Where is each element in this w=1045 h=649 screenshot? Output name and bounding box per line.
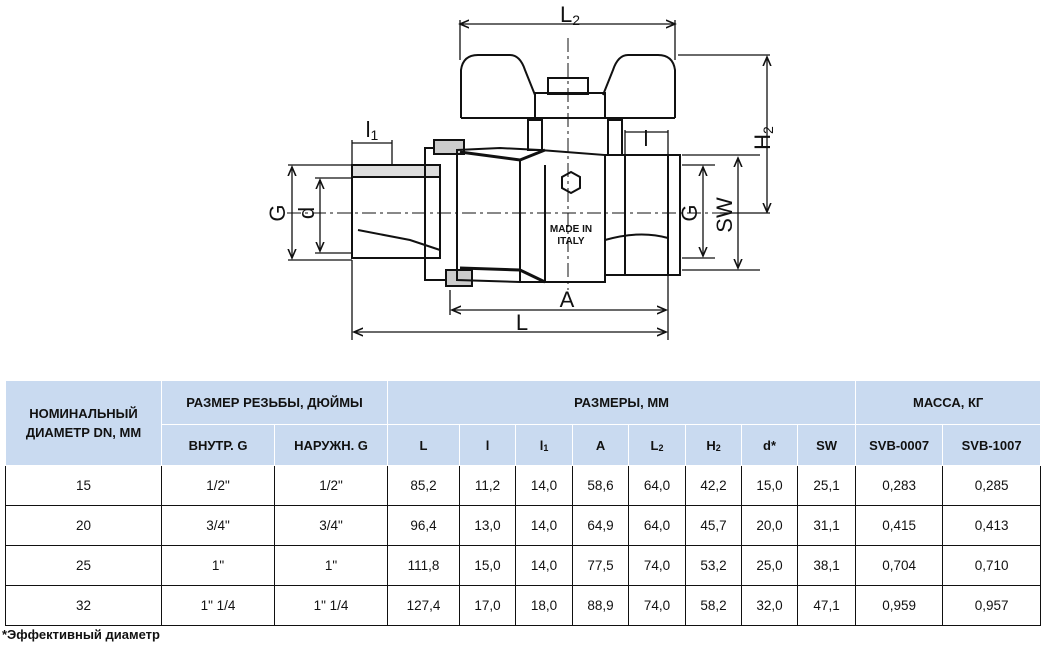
- table-cell: 58,6: [572, 465, 630, 506]
- table-cell: 3/4": [161, 505, 275, 546]
- table-cell: 15,0: [741, 465, 799, 506]
- dimensions-table: НОМИНАЛЬНЫЙ ДИАМЕТР DN, ММ РАЗМЕР РЕЗЬБЫ…: [5, 380, 1042, 626]
- subheader-cell: H2: [685, 424, 743, 466]
- subheader-cell: d*: [741, 424, 799, 466]
- dim-label-l: l: [644, 126, 649, 151]
- table-cell: 0,957: [942, 585, 1042, 626]
- dim-label-L2: L2: [560, 2, 580, 28]
- table-cell: 53,2: [685, 545, 743, 586]
- table-cell: 64,9: [572, 505, 630, 546]
- table-cell: 13,0: [459, 505, 517, 546]
- header-nominal-diameter: НОМИНАЛЬНЫЙ ДИАМЕТР DN, ММ: [5, 380, 162, 466]
- table-cell: 17,0: [459, 585, 517, 626]
- table-cell: 74,0: [628, 545, 687, 586]
- table-cell: 3/4": [273, 505, 389, 546]
- table-cell: 58,2: [685, 585, 743, 626]
- table-cell: 1" 1/4: [273, 585, 389, 626]
- right-body: [604, 154, 681, 276]
- table-cell: 88,9: [572, 585, 630, 626]
- handle-hub: [534, 92, 606, 119]
- table-cell: 0,283: [855, 465, 944, 506]
- valve-drawing: MADE IN ITALY L2 l1 l A L G d G SW H2: [265, 2, 776, 340]
- subheader-cell: НАРУЖН. G: [273, 424, 389, 466]
- table-cell: 25,0: [741, 545, 799, 586]
- handle-left-wing: [460, 54, 536, 118]
- header-dimensions: РАЗМЕРЫ, ММ: [387, 380, 857, 425]
- subheader-cell: L: [387, 424, 461, 466]
- table-cell: 25,1: [797, 465, 857, 506]
- dim-label-L: L: [516, 310, 528, 335]
- table-cell: 127,4: [387, 585, 461, 626]
- table-cell: 64,0: [628, 505, 687, 546]
- subheader-cell: SVB-0007: [855, 424, 944, 466]
- table-cell: 64,0: [628, 465, 687, 506]
- dim-label-SW: SW: [712, 197, 737, 233]
- table-cell: 31,1: [797, 505, 857, 546]
- subheader-cell: A: [572, 424, 630, 466]
- logo-hex-icon: [561, 170, 581, 195]
- header-thread-size: РАЗМЕР РЕЗЬБЫ, ДЮЙМЫ: [160, 380, 389, 425]
- table-cell: 85,2: [387, 465, 461, 506]
- table-cell: 74,0: [628, 585, 687, 626]
- table-cell: 0,959: [855, 585, 944, 626]
- dim-label-H2: H2: [750, 126, 776, 150]
- dim-label-G-right: G: [677, 204, 702, 221]
- footnote: *Эффективный диаметр: [2, 627, 160, 642]
- table-cell: 0,285: [942, 465, 1042, 506]
- dim-label-G-left: G: [265, 204, 290, 221]
- left-fitting: [351, 164, 441, 259]
- table-cell: 1": [161, 545, 275, 586]
- table-cell: 18,0: [515, 585, 574, 626]
- table-cell: 20: [5, 505, 162, 546]
- table-cell: 1": [273, 545, 389, 586]
- table-cell: 15,0: [459, 545, 517, 586]
- table-cell: 38,1: [797, 545, 857, 586]
- table-cell: 32: [5, 585, 162, 626]
- dim-label-A: A: [560, 287, 575, 312]
- table-cell: 0,704: [855, 545, 944, 586]
- table-cell: 1/2": [273, 465, 389, 506]
- subheader-cell: ВНУТР. G: [161, 424, 275, 466]
- valve-body: [456, 146, 606, 283]
- table-cell: 0,415: [855, 505, 944, 546]
- dim-label-l1: l1: [366, 117, 379, 143]
- table-cell: 20,0: [741, 505, 799, 546]
- table-cell: 96,4: [387, 505, 461, 546]
- dim-label-d: d: [294, 207, 319, 219]
- table-cell: 15: [5, 465, 162, 506]
- table-cell: 0,413: [942, 505, 1042, 546]
- table-cell: 1" 1/4: [161, 585, 275, 626]
- subheader-cell: SW: [797, 424, 857, 466]
- table-cell: 0,710: [942, 545, 1042, 586]
- subheader-cell: l: [459, 424, 517, 466]
- subheader-cell: l1: [515, 424, 574, 466]
- table-cell: 14,0: [515, 545, 574, 586]
- italy-marking: ITALY: [557, 236, 585, 247]
- table-cell: 32,0: [741, 585, 799, 626]
- table-cell: 47,1: [797, 585, 857, 626]
- table-cell: 111,8: [387, 545, 461, 586]
- header-mass: МАССА, КГ: [855, 380, 1042, 425]
- table-cell: 42,2: [685, 465, 743, 506]
- subheader-cell: L2: [628, 424, 687, 466]
- table-cell: 45,7: [685, 505, 743, 546]
- table-cell: 77,5: [572, 545, 630, 586]
- table-cell: 1/2": [161, 465, 275, 506]
- table-cell: 14,0: [515, 465, 574, 506]
- table-cell: 25: [5, 545, 162, 586]
- table-cell: 14,0: [515, 505, 574, 546]
- table-cell: 11,2: [459, 465, 517, 506]
- made-in-marking: MADE IN: [550, 224, 592, 235]
- handle-right-wing: [602, 54, 676, 118]
- subheader-cell: SVB-1007: [942, 424, 1042, 466]
